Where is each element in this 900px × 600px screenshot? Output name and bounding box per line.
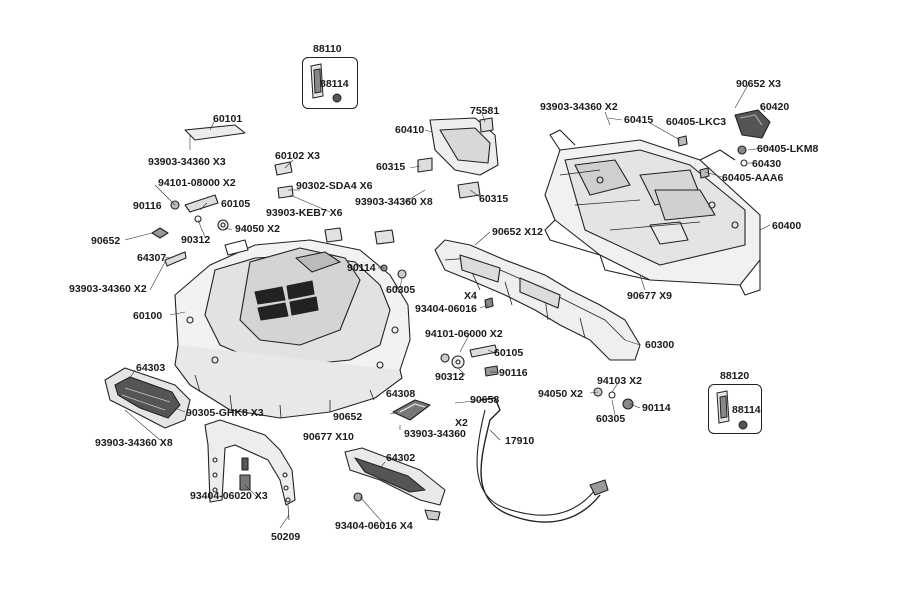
part-label: 60102 X3 <box>275 150 320 162</box>
part-label: 90677 X9 <box>627 290 672 302</box>
part-label: 50209 <box>271 531 301 543</box>
part-label: 93903-KEB7 X6 <box>266 207 343 219</box>
part-label: 60410 <box>395 124 425 136</box>
part-label: 90114 <box>347 262 376 274</box>
rear-rack-60400 <box>544 129 761 296</box>
part-label: 90652 X3 <box>736 78 781 90</box>
part-label: 90116 <box>499 367 528 379</box>
part-label: 60105 <box>221 198 251 210</box>
part-label: 60300 <box>645 339 675 351</box>
part-label: 60420 <box>760 101 790 113</box>
part-label: 75581 <box>470 105 500 117</box>
part-label: X4 <box>464 290 477 302</box>
part-label: 64307 <box>137 252 167 264</box>
part-label: 60400 <box>772 220 802 232</box>
part-label: 60405-LKC3 <box>666 116 727 128</box>
part-label: 64303 <box>136 362 166 374</box>
part-label: 88110 <box>313 43 342 55</box>
cover-60410 <box>417 117 499 199</box>
mirror-icon <box>310 63 342 103</box>
part-label: 93903-34360 X3 <box>148 156 226 168</box>
part-label: 94050 X2 <box>538 388 583 400</box>
part-label: 94101-06000 X2 <box>425 328 503 340</box>
part-label: 90658 <box>470 394 500 406</box>
fasteners-rear <box>440 297 634 410</box>
bracket-50209 <box>204 419 296 521</box>
part-label: 93903-34360 X8 <box>355 196 433 208</box>
part-label: 94101-08000 X2 <box>158 177 236 189</box>
part-label: 90677 X10 <box>303 431 354 443</box>
fender-60300 <box>434 239 641 361</box>
part-label: 64302 <box>386 452 416 464</box>
part-label: 60100 <box>133 310 163 322</box>
part-label: 93404-06016 X4 <box>335 520 413 532</box>
part-label: 93903-34360 X2 <box>69 283 147 295</box>
lower-panel-64302 <box>344 447 446 521</box>
part-label: 60105 <box>494 347 524 359</box>
part-label: 88114 <box>320 78 349 90</box>
inset-box-88110 <box>302 57 358 109</box>
part-label: 93903-34360 X2 <box>540 101 618 113</box>
part-label: 90312 <box>181 234 211 246</box>
part-label: 90305-GHK8 X3 <box>186 407 264 419</box>
small-fasteners-left <box>151 124 407 491</box>
part-label: 93404-06016 <box>415 303 477 315</box>
part-label: 88114 <box>732 404 761 416</box>
part-label: 88120 <box>720 370 750 382</box>
cable-17910 <box>476 397 609 523</box>
part-label: 60305 <box>596 413 626 425</box>
part-label: 60315 <box>376 161 406 173</box>
front-grille-64303 <box>104 367 191 429</box>
part-label: 90114 <box>642 402 671 414</box>
part-label: 60430 <box>752 158 782 170</box>
part-label: 94050 X2 <box>235 223 280 235</box>
part-label: 64308 <box>386 388 416 400</box>
part-label: 90652 <box>91 235 121 247</box>
inset-box-88120 <box>708 384 762 434</box>
part-label: 93404-06020 X3 <box>190 490 268 502</box>
mirror-icon <box>716 390 748 430</box>
leader-lines <box>124 84 771 529</box>
part-label: X2 <box>455 417 468 429</box>
part-label: 90116 <box>133 200 162 212</box>
part-label: 17910 <box>505 435 535 447</box>
front-hood-60100 <box>174 239 411 419</box>
part-label: 60415 <box>624 114 654 126</box>
bracket-64308 <box>392 399 431 421</box>
part-label: 90302-SDA4 X6 <box>296 180 373 192</box>
part-label: 60315 <box>479 193 509 205</box>
part-label: 60101 <box>213 113 243 125</box>
part-label: 90652 X12 <box>492 226 543 238</box>
part-label: 60405-AAA6 <box>722 172 784 184</box>
handle-60420 <box>677 109 771 179</box>
part-label: 93903-34360 <box>404 428 466 440</box>
part-label: 93903-34360 X8 <box>95 437 173 449</box>
part-label: 60405-LKM8 <box>757 143 819 155</box>
part-label: 94103 X2 <box>597 375 642 387</box>
part-label: 90312 <box>435 371 465 383</box>
part-label: 90652 <box>333 411 363 423</box>
part-label: 60305 <box>386 284 416 296</box>
